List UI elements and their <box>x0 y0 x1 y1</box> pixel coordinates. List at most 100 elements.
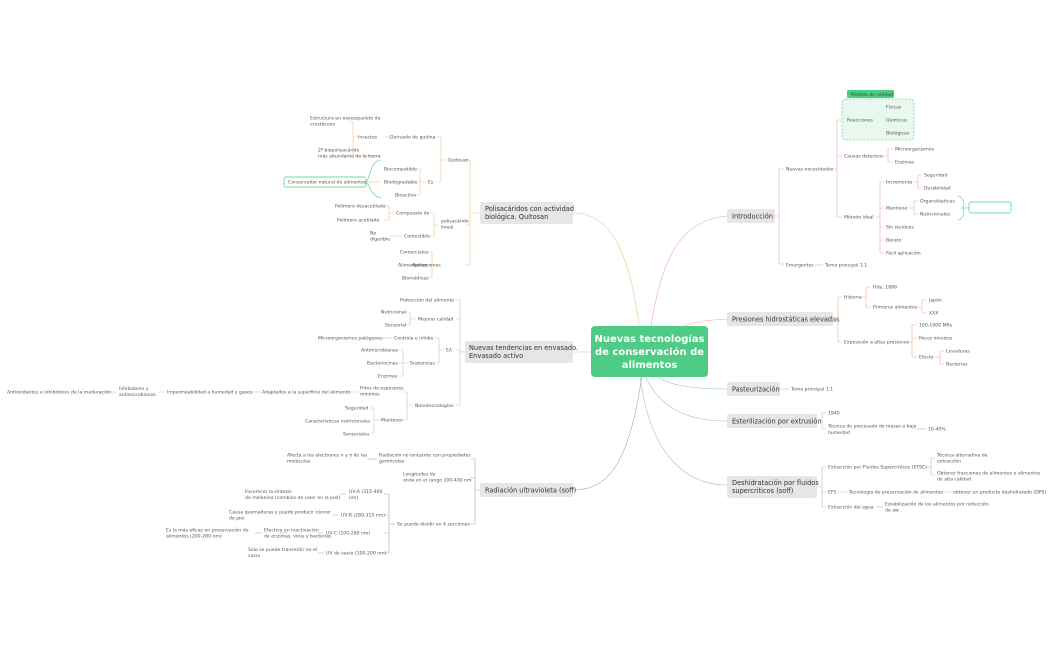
deshidratacion-extraccion: Extracción por Fluidos Supercríticos (EF… <box>828 464 927 471</box>
presiones-efecto: Efecto <box>919 355 934 361</box>
intro-organolepticas: Organolépticas <box>920 198 955 205</box>
intro-fisicas: Físicas <box>886 104 902 111</box>
deshidratacion-estabilizacion-1: Estabilización de los alimentos por redu… <box>885 501 989 508</box>
poli-polisacarido-2: lineal <box>441 225 453 231</box>
env-bacteriocinas: Bacteriocinas <box>367 361 399 367</box>
presiones-box[interactable] <box>727 312 833 326</box>
presiones-exposicion: Exposición a altas presiones <box>844 339 910 346</box>
presiones-pocos-minutos: Pocos minutos <box>919 336 953 342</box>
perdida-calidad-tag <box>847 90 894 98</box>
deshidratacion-obtener-2: de alta calidad <box>937 477 971 483</box>
poli-estructura-2: crustáceos <box>310 121 335 128</box>
poli-quitosan: Quitosan <box>448 158 469 164</box>
pasteurizacion-box[interactable] <box>727 382 780 396</box>
intro-microorganismos: Microorganismos <box>895 147 935 153</box>
deshidratacion-producto: obtener un producto deshidratado (DPS) <box>953 490 1046 496</box>
esterilizacion-tecnica-1: Técnica de procesado de masas a baja <box>827 423 917 430</box>
env-inhibidores-2: antimicrobianos <box>119 392 156 398</box>
central-node[interactable]: Nuevas tecnologías de conservación de al… <box>591 326 708 377</box>
central-line-1: Nuevas tecnologías <box>594 333 704 345</box>
poli-comerciales: Comerciales <box>400 250 429 256</box>
pasteurizacion-label: Pasteurización <box>732 386 780 394</box>
presiones-hite: Hite, 1899 <box>873 285 897 291</box>
env-sustancias: Sustancias <box>410 361 435 367</box>
intro-reacciones: Reacciones <box>847 118 874 124</box>
poli-es: Es <box>428 180 434 186</box>
env-caracteristicas: Características nutricionales <box>305 418 371 425</box>
branch-presiones: Presiones hidrostáticas elevadas Histori… <box>727 285 970 368</box>
rad-favorece-1: Favorecer la síntesis <box>245 488 292 495</box>
deshidratacion-estabilizacion-2: de aw <box>885 508 899 514</box>
env-enzimas: Enzimas <box>378 374 398 380</box>
rad-causa-1: Causa quemaduras y puede producir cáncer <box>229 509 331 516</box>
deshidratacion-label-2: supercríticos (soff) <box>732 487 793 495</box>
poli-derivado: Derivado de quitina <box>390 135 436 141</box>
polisacaridos-label-1: Polisacáridos con actividad <box>485 205 574 213</box>
poli-biocompatible: Biocompatible <box>384 167 417 173</box>
poli-desacetilado: Polímero desacetilado <box>335 203 386 210</box>
presiones-xxx: XXX <box>929 311 938 317</box>
env-sensorial: Sensorial <box>385 323 406 329</box>
polisacaridos-box[interactable] <box>480 202 573 224</box>
poli-biopoli-1: 2º biopolisacárido <box>318 147 359 154</box>
poli-bioactivo: Bioactivo <box>395 193 416 199</box>
env-proteccion: Protección del alimento <box>400 297 454 304</box>
intro-facil-aplicacion: Fácil aplicación <box>886 250 921 257</box>
poli-insectos: Insectos <box>358 135 378 141</box>
branch-envasado: Nuevas tendencias en envasado. Envasado … <box>7 297 578 438</box>
intro-quimicas: Químicas <box>886 117 908 124</box>
poli-aplicaciones: Aplicaciones <box>412 263 441 269</box>
intro-nutricionales: Nutricionales <box>920 212 951 218</box>
poli-no-2: digerible <box>370 237 390 243</box>
perdida-calidad-label: Pérdida de calidad <box>851 91 893 98</box>
intro-biologicas: Biológicas <box>886 130 910 137</box>
branch-radiacion: Radiación ultravioleta (soff) Radiación … <box>166 452 576 560</box>
esterilizacion-tecnica-2: humedad <box>828 430 850 436</box>
radiacion-box[interactable] <box>480 483 573 497</box>
intro-nuevas-necesidades: Nuevas necesidades <box>786 167 834 173</box>
env-films-1: Films de espesores <box>360 386 404 392</box>
envasado-label-2: Envasado activo <box>469 352 523 360</box>
poli-conservador: Conservador natural de alimentos <box>288 180 367 186</box>
introduccion-label: Introducción <box>732 213 773 221</box>
central-line-3: alimentos <box>622 360 678 371</box>
branch-deshidratacion: Deshidratación por fluidos supercríticos… <box>727 452 1046 514</box>
intro-causas-deterioro: Causas deterioro <box>844 154 883 160</box>
env-mejorar: Mejorar calidad <box>418 317 454 323</box>
rad-efectiva-2: de enzimas, virus y bacterias <box>264 534 332 540</box>
introduccion-box[interactable] <box>727 209 775 223</box>
rad-solo-2: vacío <box>248 552 260 559</box>
envasado-box[interactable] <box>465 341 573 363</box>
intro-barato: Barato <box>886 238 901 244</box>
rad-uvb: UV-B (280-315 nm) <box>341 513 385 519</box>
branch-pasteurizacion: Pasteurización Tema principal 1.1 <box>727 382 833 396</box>
empty-summary-box[interactable] <box>968 201 1012 214</box>
rad-no-ionizante-2: germicidas <box>379 459 405 465</box>
intro-incrementa: Incrementa <box>886 180 912 186</box>
rad-longitudes-2: onda en el rango 100-400 nm <box>403 478 472 484</box>
env-antioxidantes: Antioxidantes e inhibidores de la madura… <box>7 389 111 396</box>
deshidratacion-efs: EFS <box>828 490 836 496</box>
polisacaridos-label-2: biológica. Quitosan <box>485 213 548 221</box>
env-patogenos: Microorganismos patógenos <box>318 335 383 342</box>
branch-esterilizacion: Esterilización por extrusión 1940 Técnic… <box>727 411 946 436</box>
intro-sin-residuos: Sin residuos <box>886 225 914 231</box>
env-inhibidores-1: Inhibidores y <box>119 386 149 392</box>
poli-comestible: Comestible <box>404 234 430 240</box>
poli-no-1: No <box>370 231 376 237</box>
env-antimicrobianas: Antimicrobianas <box>361 348 399 354</box>
poli-polisacarido-1: polisacárido <box>441 218 469 225</box>
poli-estructura-1: Estructura en exoesqueleto de <box>310 116 381 122</box>
central-node-box <box>591 326 708 377</box>
esterilizacion-box[interactable] <box>727 414 817 428</box>
deshidratacion-box[interactable] <box>727 476 817 498</box>
rad-divide: Se puede dividir en 4 secciones <box>397 522 470 528</box>
conservador-box[interactable] <box>283 176 367 188</box>
env-controla: Controla e inhibe <box>394 336 433 342</box>
env-sensoriales: Sensoriales <box>343 432 370 438</box>
deshidratacion-label-1: Deshidratación por fluidos <box>732 479 819 487</box>
presiones-primeros-alimentos: Primeros alimentos <box>873 305 918 311</box>
presiones-levaduras: Levaduras <box>946 349 970 355</box>
poli-biopoli-2: más abundante de la tierra <box>318 153 381 160</box>
presiones-historia: Historia <box>844 295 862 301</box>
